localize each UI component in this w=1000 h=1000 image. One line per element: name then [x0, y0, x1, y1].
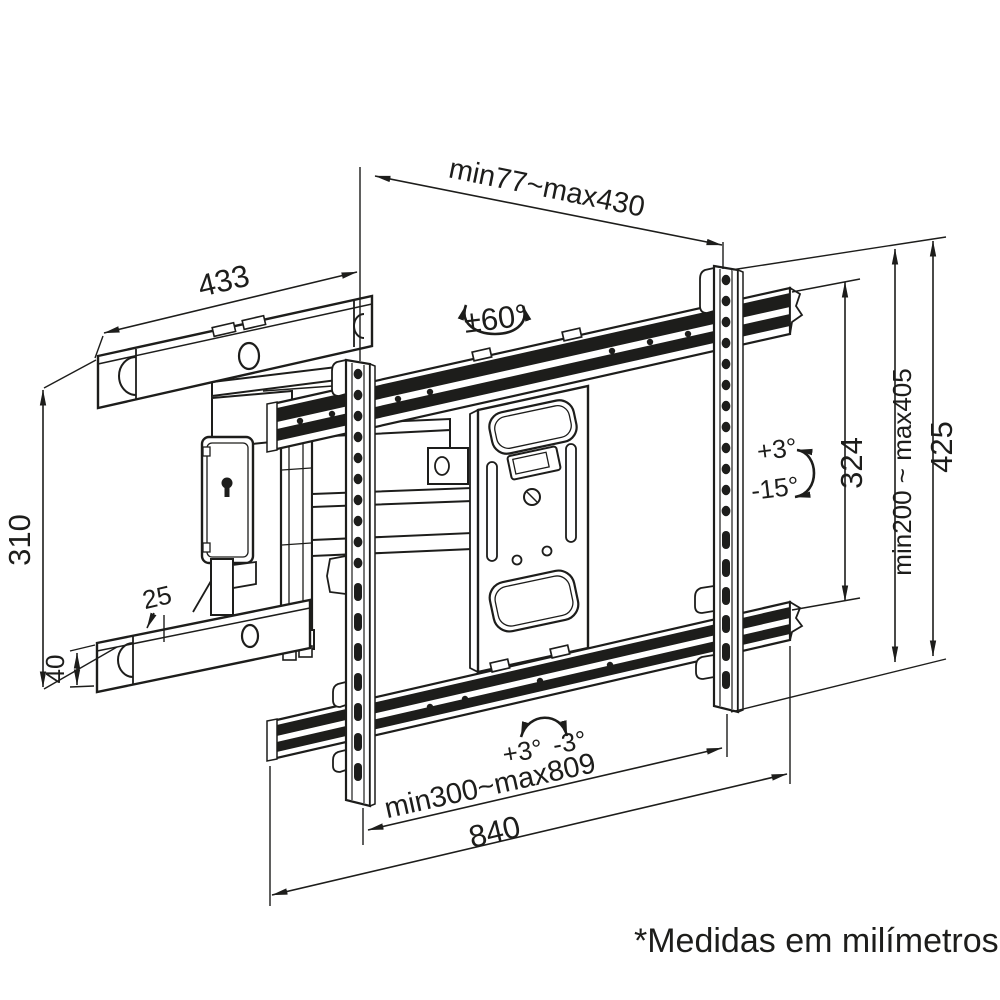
dim-arm-length-line: [103, 271, 358, 334]
rail-screw: [549, 644, 571, 659]
rail-screw: [471, 347, 493, 362]
arm-bar-lower: [311, 531, 473, 558]
top-wall-rail: [266, 286, 804, 453]
vesa-left-slot: [486, 461, 498, 562]
label-arm-length: 433: [194, 258, 252, 304]
rail-screw: [489, 658, 511, 673]
bottom-wall-rail: [266, 600, 804, 762]
rail-end-profile: [789, 600, 804, 641]
tilt-arrow-arc: [794, 448, 816, 499]
right-tv-bracket: [694, 264, 744, 714]
rail-end-profile: [789, 286, 804, 335]
left-tv-bracket: [326, 358, 376, 808]
label-arm-hole-offset: 25: [140, 579, 175, 615]
rail-screw: [561, 327, 583, 342]
dim-total-width-line: [271, 773, 788, 896]
left-bracket-holes: [353, 368, 363, 781]
label-level-minus: -3°: [550, 724, 588, 759]
label-left-height: 310: [2, 514, 37, 566]
swivel-arrow-arc: [457, 304, 532, 336]
arm-cable-hole: [237, 341, 261, 371]
label-level-plus: +3°: [500, 733, 545, 769]
keyhole-icon: [221, 477, 233, 489]
label-tilt-up: +3°: [755, 432, 798, 467]
vesa-top-slot: [488, 399, 578, 455]
label-arm-thickness: 40: [40, 655, 70, 684]
label-tilt-down: -15°: [749, 470, 800, 506]
lower-arm-holder: [210, 558, 234, 616]
dim-offset-leader: [146, 612, 157, 629]
clamp-knob: [434, 456, 450, 476]
dimension-lines: [39, 167, 947, 906]
label-total-height: 425: [924, 421, 959, 473]
label-swivel-angle: ±60°: [462, 297, 530, 340]
level-arrow-arc: [519, 716, 569, 738]
label-hole-span: 324: [834, 437, 869, 489]
right-bracket-holes: [721, 274, 731, 689]
vesa-plate: [469, 384, 590, 674]
dim-top-depth-line: [374, 175, 723, 246]
bottom-swivel-arm: [95, 598, 312, 694]
label-vesa-range: min200 ~ max405: [887, 368, 917, 575]
units-footnote: *Medidas em milímetros: [634, 922, 999, 960]
label-width-range: min300~max809: [382, 747, 599, 825]
vesa-right-slot: [565, 443, 577, 543]
label-total-width: 840: [465, 809, 523, 855]
arm-cable-hole: [240, 623, 260, 649]
arm-bar-middle: [311, 486, 473, 509]
label-top-depth: min77~max430: [446, 153, 647, 224]
